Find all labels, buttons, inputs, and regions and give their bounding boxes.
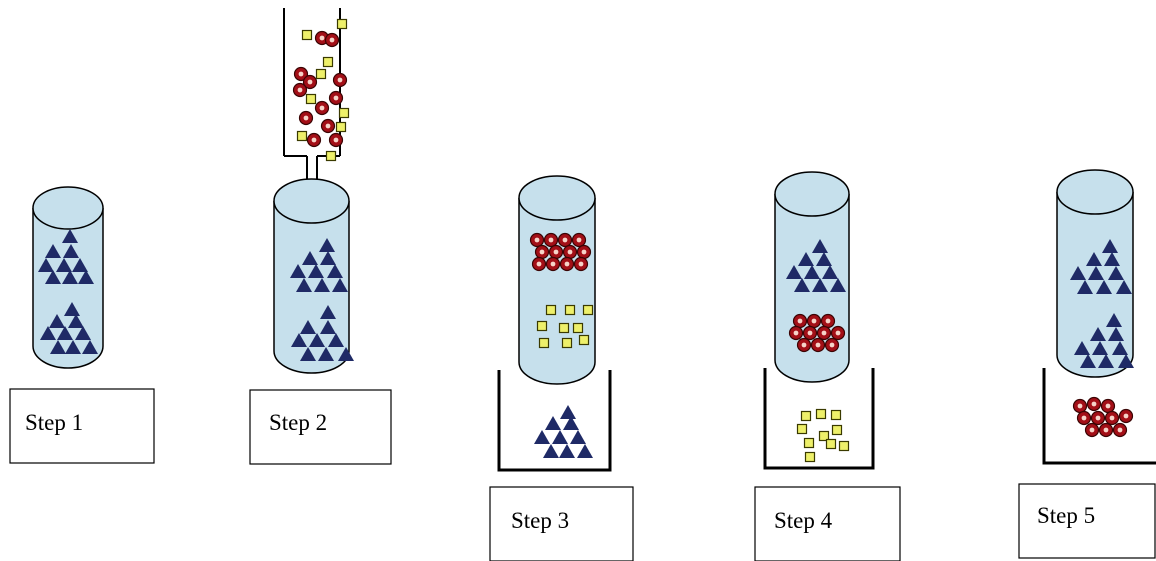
step-1-group: Step 1 <box>9 186 155 464</box>
step-5-tube <box>1056 169 1134 378</box>
step-4-collected-squares <box>796 408 850 463</box>
step-5-collected-rings <box>1072 396 1134 438</box>
step-5-group: Step 5 <box>1018 169 1156 559</box>
step-3-label: Step 3 <box>511 508 569 533</box>
step-5-label: Step 5 <box>1037 503 1095 528</box>
step-4-label-box: Step 4 <box>754 486 901 561</box>
step-2-group: Step 2 <box>249 8 392 465</box>
step-3-collection-beaker <box>497 370 612 472</box>
step-2-label-box: Step 2 <box>249 389 392 465</box>
step-4-collection-beaker <box>763 368 875 470</box>
step-4-group: Step 4 <box>754 171 901 561</box>
step-2-label: Step 2 <box>269 410 327 435</box>
step-3-group: Step 3 <box>489 175 634 561</box>
step-3-tube <box>518 175 596 385</box>
step-3-collected-triangles <box>534 405 593 458</box>
step-3-ring-band <box>529 232 592 272</box>
step-1-tube <box>32 186 104 369</box>
step-4-label: Step 4 <box>774 508 833 533</box>
step-1-label: Step 1 <box>25 410 83 435</box>
step-5-label-box: Step 5 <box>1018 483 1156 559</box>
step-1-label-box: Step 1 <box>9 388 155 464</box>
step-3-label-box: Step 3 <box>489 486 634 561</box>
step-5-collection-beaker <box>1042 368 1156 465</box>
